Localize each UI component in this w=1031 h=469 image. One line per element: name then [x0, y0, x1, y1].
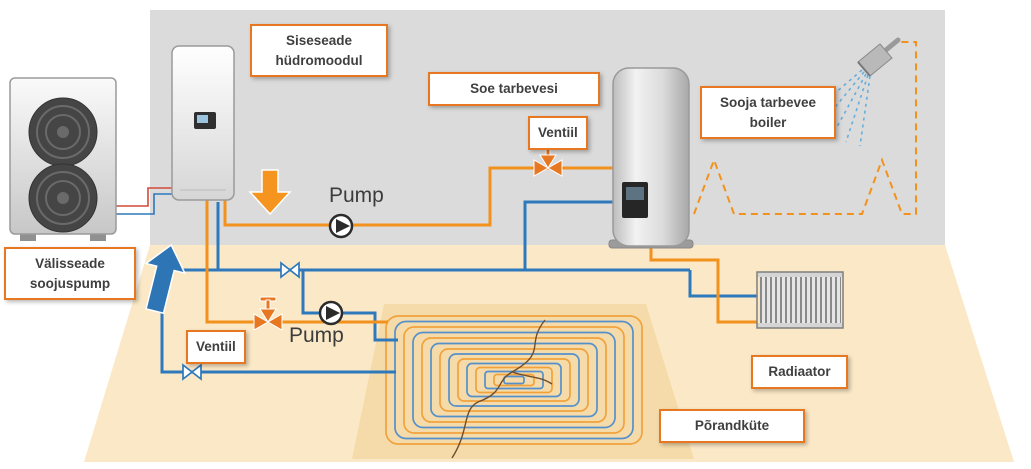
- down-arrow-icon: [248, 169, 292, 216]
- label-indoor-unit: Siseseade hüdromoodul: [250, 24, 388, 78]
- label-valve-top: Ventiil: [528, 116, 588, 150]
- radiator: [756, 271, 844, 329]
- pump-bottom-icon: [318, 300, 344, 326]
- label-valve-bottom: Ventiil: [186, 330, 246, 364]
- label-floor-heating: Põrandküte: [659, 409, 805, 443]
- floor-coil-area: [352, 304, 694, 459]
- label-outdoor-unit: Välisseade soojuspump: [4, 247, 136, 301]
- label-boiler: Sooja tarbevee boiler: [700, 86, 836, 140]
- boiler: [608, 67, 694, 249]
- floor-crack-line: [451, 319, 553, 459]
- pump-top-icon: [328, 213, 354, 239]
- label-hot-tap-water: Soe tarbevesi: [428, 72, 600, 106]
- outdoor-unit: [9, 77, 117, 241]
- check-valve-icon-1: [280, 261, 300, 279]
- floor-heating-coil: [385, 315, 643, 445]
- three-way-valve-bottom-icon: [253, 296, 283, 331]
- label-radiator: Radiaator: [751, 355, 848, 389]
- indoor-unit: [171, 45, 235, 201]
- refrigerant-lines: [116, 187, 172, 215]
- label-pump-top: Pump: [329, 184, 384, 207]
- check-valve-icon-2: [182, 363, 202, 381]
- up-arrow-icon: [144, 243, 187, 315]
- label-pump-bottom: Pump: [289, 324, 344, 347]
- shower-hot-water-loop: [693, 41, 917, 215]
